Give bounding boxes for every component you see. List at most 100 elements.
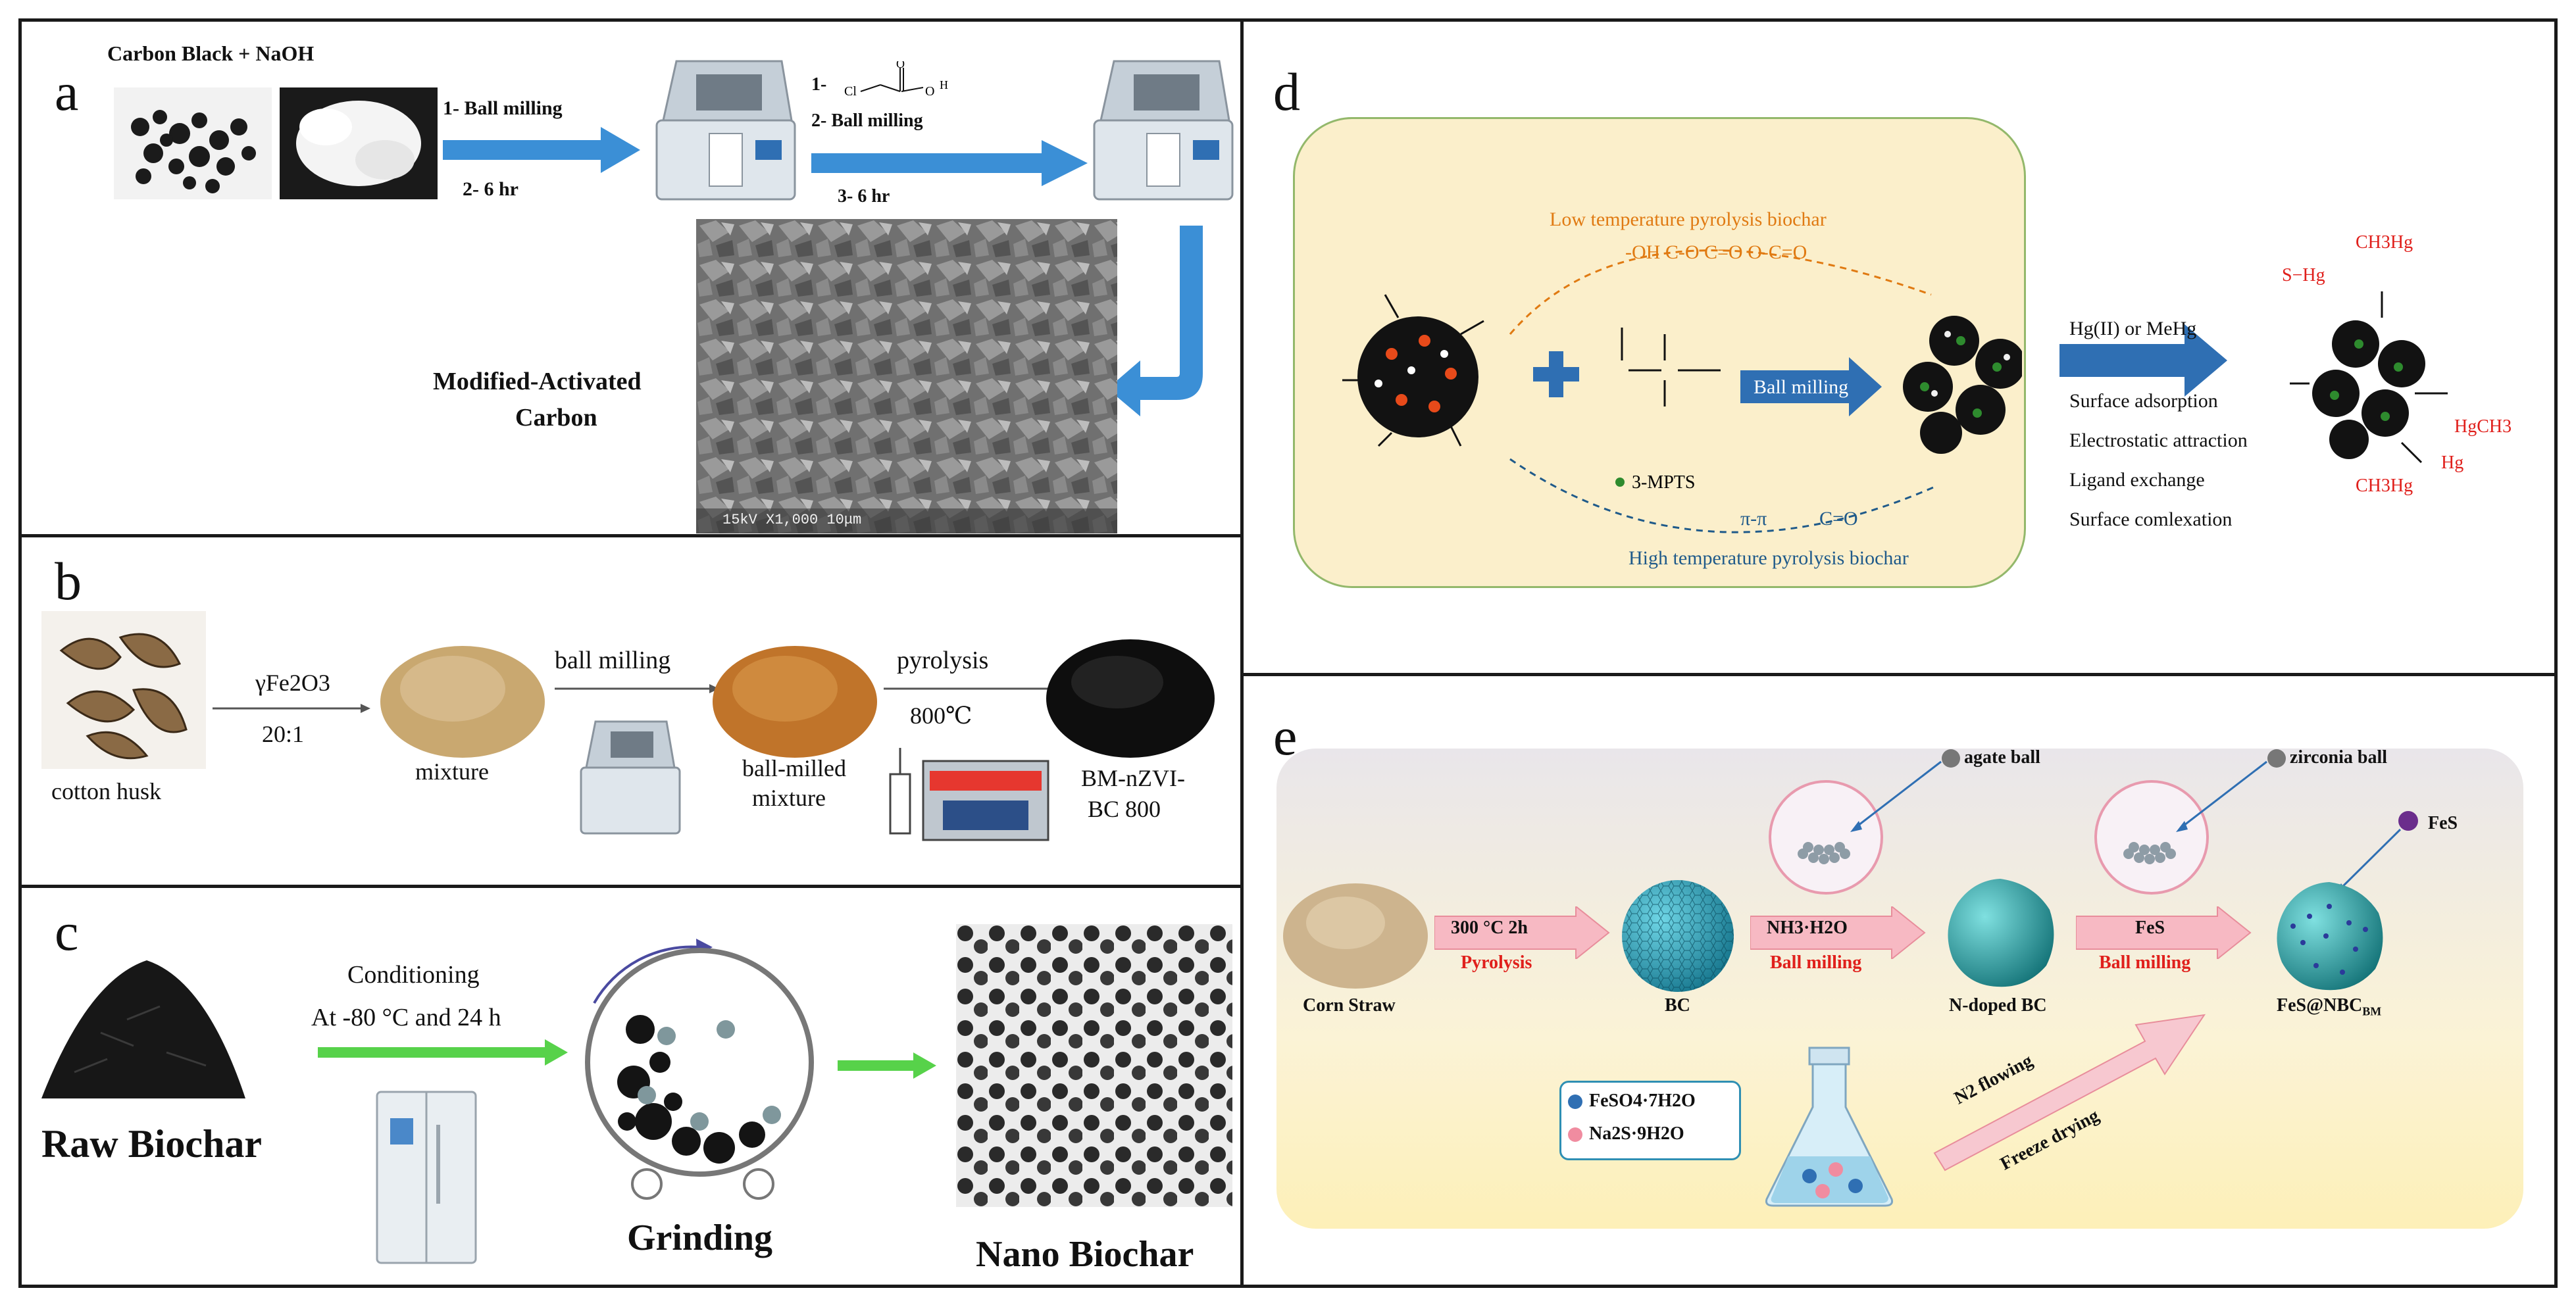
low-groups-label: -OH C-O C=O O-C=O — [1625, 241, 1807, 263]
panel-b-ball-mill-icon — [580, 720, 681, 835]
panel-b-reagent-line1: γFe2O3 — [255, 670, 330, 696]
reagent-h-text: H — [940, 78, 948, 91]
panel-a-step1-line1: 1- Ball milling — [443, 97, 563, 119]
panel-a-label: a — [55, 62, 79, 122]
panel-c-product-label: Nano Biochar — [976, 1234, 1194, 1275]
agate-ball-inset — [1769, 749, 1960, 895]
sem-image: 15kV X1,000 10μm — [696, 219, 1117, 533]
step2-top: NH3·H2O — [1767, 918, 1848, 938]
step1-top: 300 °C 2h — [1451, 918, 1528, 938]
panel-a-title: Carbon Black + NaOH — [107, 41, 315, 65]
panel-d: d 3-MPTS Ball mil — [1240, 18, 2558, 676]
na2s-label: Na2S·9H2O — [1589, 1123, 1684, 1144]
hg-label: Hg(II) or MeHg — [2069, 318, 2197, 339]
carbon-black-granules — [131, 110, 256, 193]
corn-straw-powder — [1283, 883, 1428, 989]
reagent-dots — [1568, 1095, 1582, 1142]
feso4-label: FeSO4·7H2O — [1589, 1091, 1696, 1111]
panel-e-arrow-2 — [1750, 906, 1926, 959]
panel-b-label: b — [55, 551, 82, 611]
cotton-husk-shells — [59, 633, 188, 760]
carbon-black-photo — [114, 87, 272, 199]
c-eq-o-label: C=O — [1819, 508, 1858, 529]
high-temp-label: High temperature pyrolysis biochar — [1629, 547, 1909, 569]
panel-e: e Corn Straw 300 °C 2h Pyrolysis BC NH3·… — [1240, 673, 2558, 1288]
fes-nbc-main: FeS@NBC — [2277, 995, 2363, 1016]
pi-pi-label: π-π — [1740, 508, 1767, 529]
panel-c-cond-line1: Conditioning — [347, 961, 480, 989]
fes-nbc-sub: BM — [2362, 1004, 2382, 1018]
step3-top: FeS — [2135, 918, 2165, 938]
panel-b-mixture-label: mixture — [415, 758, 489, 785]
agate-label: agate ball — [1964, 747, 2040, 768]
panel-a-step2-line1: 1- — [811, 74, 827, 95]
panel-e-diagonal-arrow — [1933, 1014, 2206, 1171]
ball-mill-1-icon — [655, 60, 796, 201]
tube-furnace-icon — [889, 748, 1049, 841]
panel-a-product-line2: Carbon — [515, 404, 597, 431]
ch3hg-bottom: CH3Hg — [2356, 476, 2413, 496]
step1-bottom: Pyrolysis — [1461, 952, 1532, 973]
fes-nbc-label: FeS@NBCBM — [2277, 995, 2381, 1019]
bc-sphere — [1622, 880, 1734, 992]
panel-a: a Carbon Black + NaOH 1- Ball milling 2-… — [18, 18, 1244, 538]
panel-c-grinding-label: Grinding — [627, 1218, 772, 1258]
panel-a-arrow-2 — [811, 140, 1088, 186]
mechanism-3: Ligand exchange — [2069, 469, 2205, 491]
grinding-mill-diagram — [585, 939, 814, 1200]
hg-bound-particle — [2290, 291, 2448, 464]
panel-b-product-line2: BC 800 — [1088, 796, 1161, 822]
panel-a-step1-line2: 2- 6 hr — [463, 178, 518, 200]
sem-texture — [696, 219, 1117, 533]
ball-mill-2-icon — [1093, 60, 1234, 201]
hgch3-label: HgCH3 — [2454, 416, 2512, 437]
panel-b-product-line1: BM-nZVI- — [1081, 765, 1185, 791]
panel-d-label: d — [1273, 62, 1300, 122]
step2-bottom: Ball milling — [1770, 952, 1862, 973]
zirconia-ball-inset — [2094, 749, 2286, 895]
panel-b-reagent-line2: 20:1 — [262, 721, 305, 747]
panel-c-label: c — [55, 902, 79, 962]
panel-d-chem-diagram: 3-MPTS Ball milling Low temperature pyro… — [1342, 209, 2022, 569]
bc-label: BC — [1665, 995, 1690, 1016]
fes-nbc-sphere — [2277, 882, 2383, 991]
corn-straw-label: Corn Straw — [1303, 995, 1396, 1016]
panel-a-step2-line2: 2- Ball milling — [811, 111, 923, 131]
hg-right-label: Hg — [2441, 453, 2464, 473]
reagent-box — [1559, 1081, 1741, 1160]
mechanism-1: Surface adsorption — [2069, 390, 2218, 412]
panel-b-raw-label: cotton husk — [51, 778, 161, 804]
chloroacetic-acid-structure: Cl O O H — [844, 61, 948, 99]
bm-nzvi-bc-powder — [1046, 639, 1215, 758]
nano-biochar-image — [956, 924, 1232, 1207]
reagent-oh-text: O — [925, 84, 934, 99]
panel-a-product-line1: Modified-Activated — [433, 368, 642, 395]
step3-bottom: Ball milling — [2099, 952, 2191, 973]
panel-e-arrow-3 — [2076, 906, 2252, 959]
ball-milled-powder — [713, 646, 877, 758]
reagent-o-text: O — [896, 61, 905, 70]
cotton-husk-photo — [41, 611, 206, 769]
panel-b: b cotton husk γFe2O3 20:1 mixture ball m… — [18, 534, 1244, 888]
panel-c-arrow-1 — [318, 1039, 568, 1066]
mechanism-4: Surface comlexation — [2069, 508, 2233, 530]
panel-c-raw-label: Raw Biochar — [41, 1122, 262, 1166]
panel-b-ballmilled-line1: ball-milled — [742, 755, 846, 781]
sem-caption: 15kV X1,000 10μm — [722, 512, 862, 528]
panel-a-step2-line3: 3- 6 hr — [838, 186, 890, 207]
ch3hg-top: CH3Hg — [2356, 232, 2413, 253]
panel-a-arrow-1 — [443, 127, 640, 173]
panel-b-arrow-2 — [555, 684, 719, 693]
n-doped-bc-sphere — [1948, 879, 2054, 987]
s-hg-label: S−Hg — [2282, 265, 2325, 285]
raw-biochar-pile — [41, 960, 245, 1098]
nano-particles — [956, 924, 1232, 1207]
ball-milling-label: Ball milling — [1754, 376, 1848, 398]
mpts-label: 3-MPTS — [1632, 472, 1695, 493]
erlenmeyer-flask — [1765, 1046, 1893, 1207]
panel-c-cond-line2: At -80 °C and 24 h — [311, 1004, 501, 1031]
naoh-photo — [280, 87, 438, 199]
panel-c: c Raw Biochar Conditioning At -80 °C and… — [18, 885, 1244, 1288]
naoh-flakes — [296, 101, 421, 186]
panel-b-arrow-3 — [884, 684, 1061, 693]
